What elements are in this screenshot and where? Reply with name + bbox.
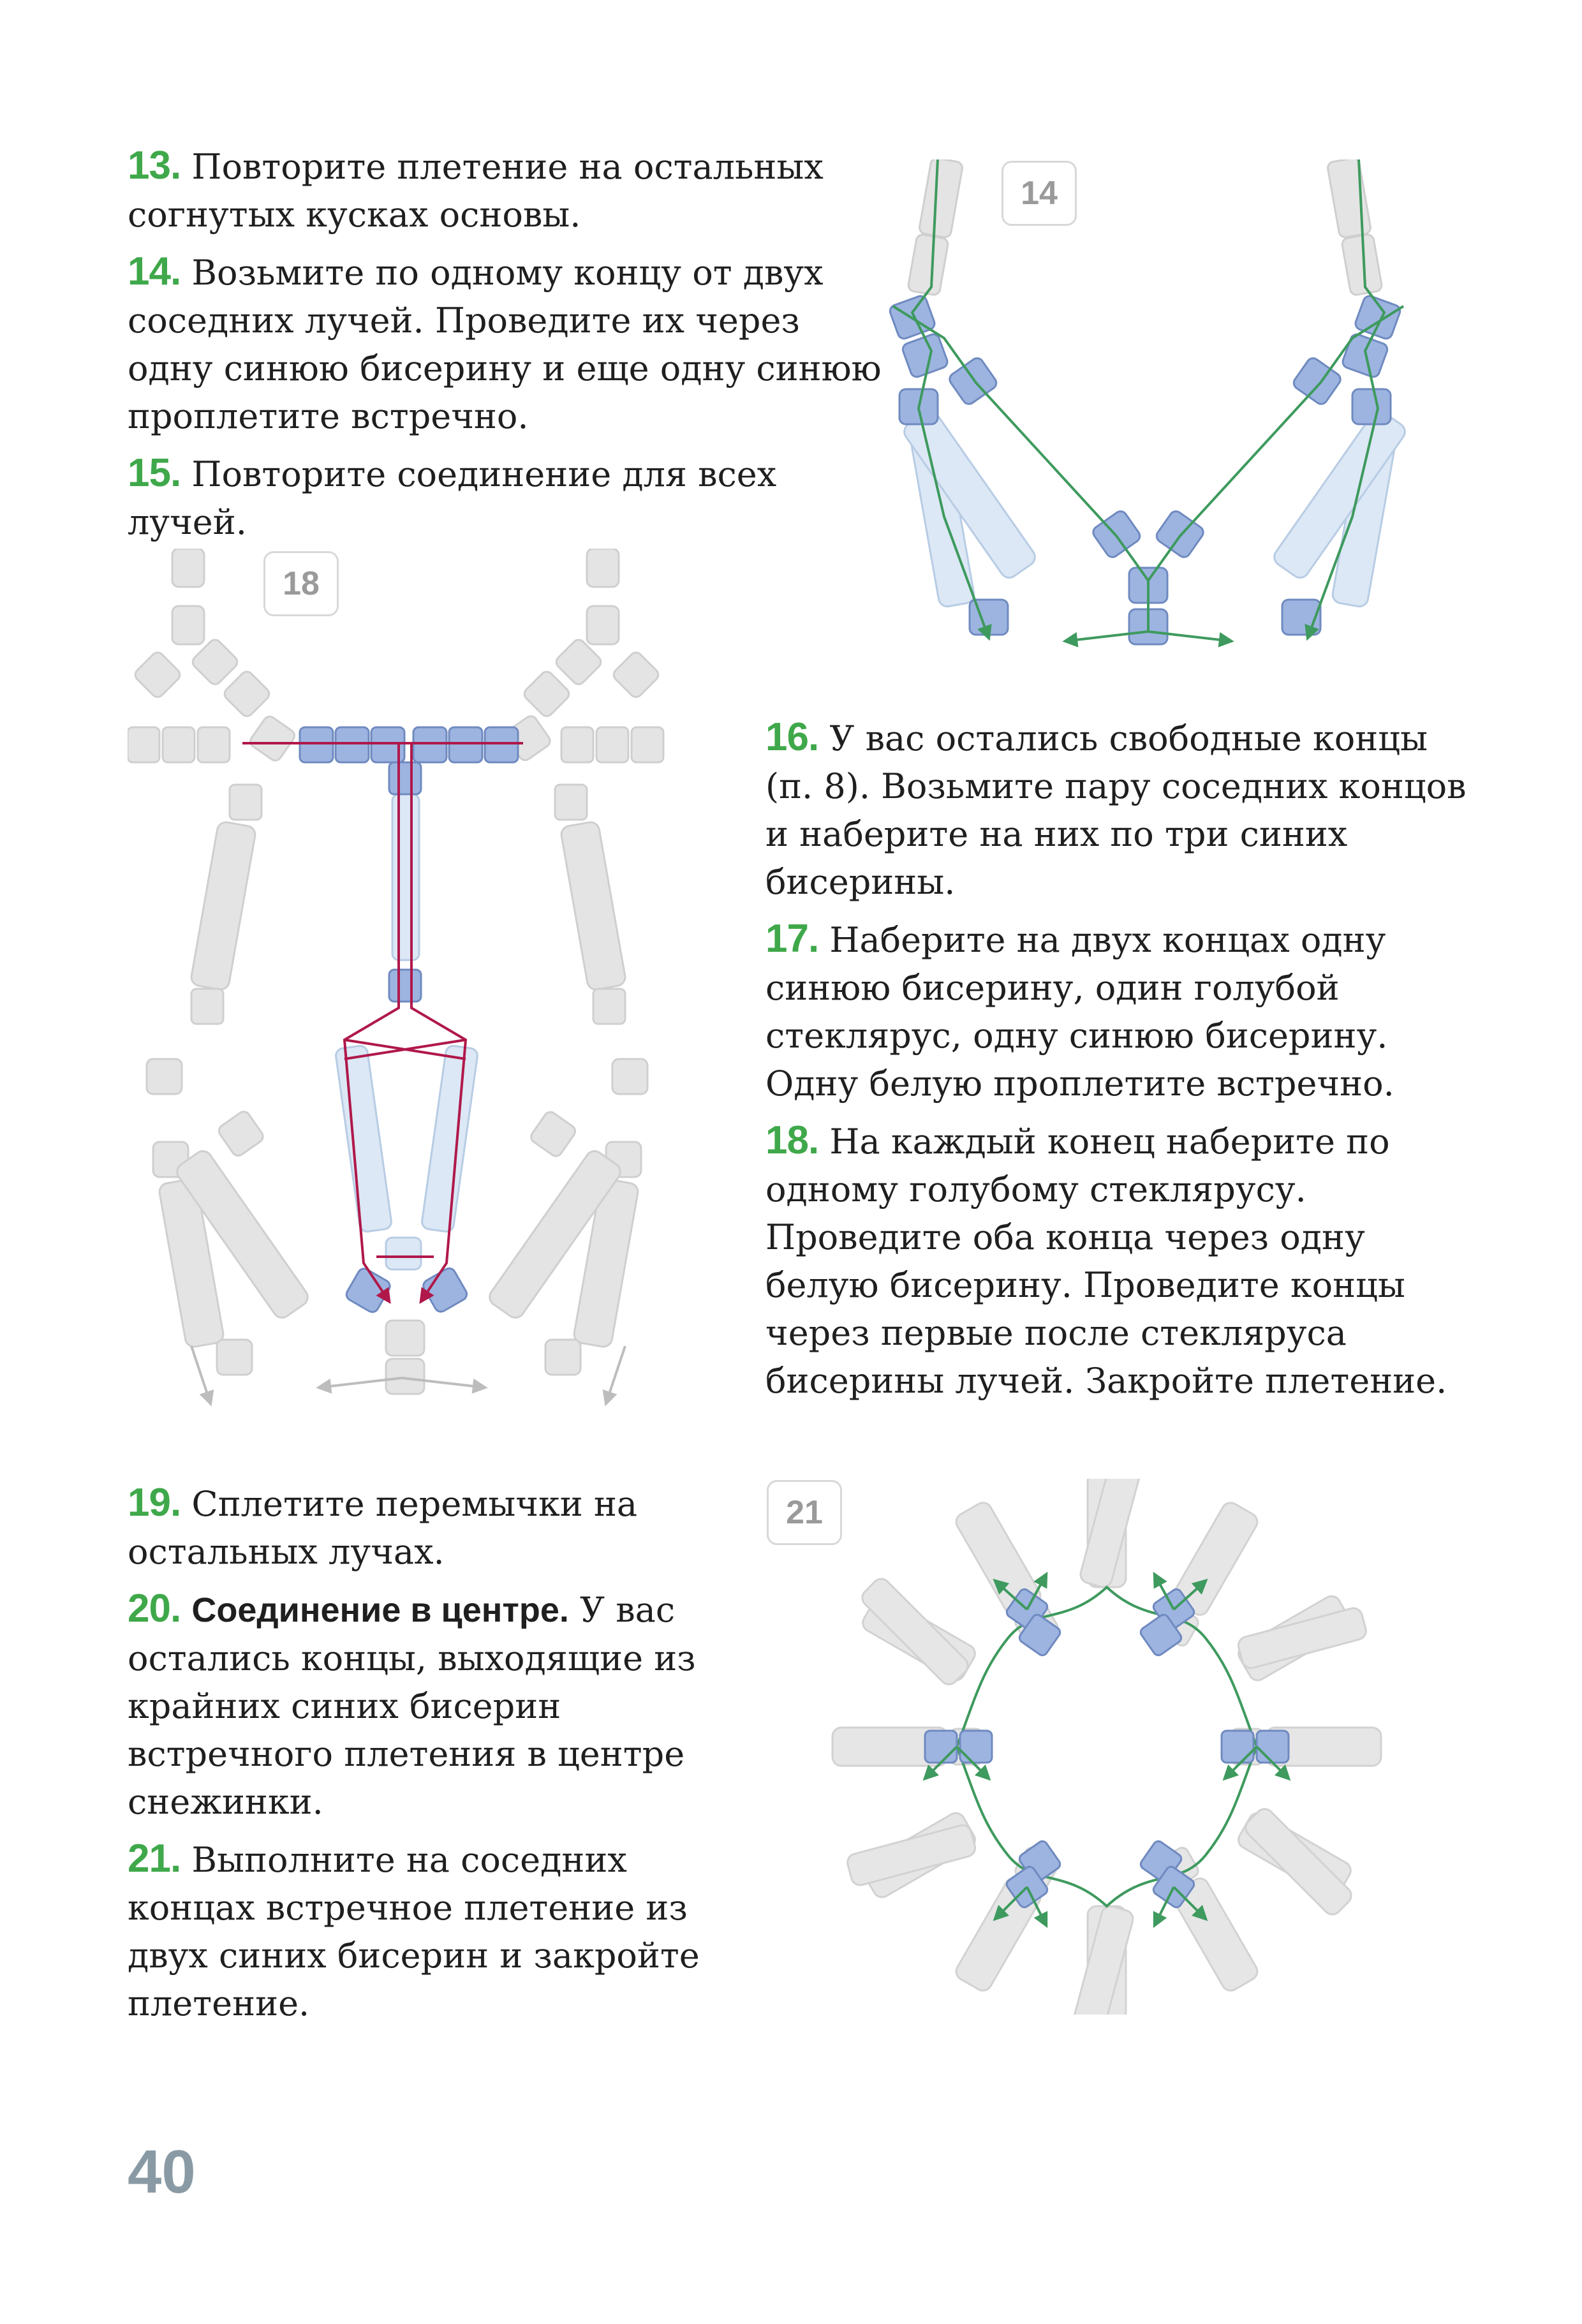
step-text: Наберите на двух концах одну синюю бисер… (765, 920, 1394, 1104)
step-text: У вас остались свободные концы (п. 8). В… (765, 718, 1467, 902)
step-14: 14. Возьмите по одному концу от двух сос… (128, 248, 893, 440)
step-17: 17. Наберите на двух концах одну синюю б… (765, 915, 1467, 1107)
step-number: 20. (128, 1587, 181, 1631)
figure-21-diagram (765, 1458, 1448, 2035)
steps-top: 13. Повторите плетение на остальных согн… (128, 142, 893, 555)
figure-18: 18 (126, 547, 714, 1416)
figure-21-label: 21 (767, 1480, 842, 1545)
step-number: 17. (765, 917, 819, 961)
step-text: На каждый конец наберите по одному голуб… (765, 1121, 1447, 1401)
step-text: Сплетите перемычки на остальных лучах. (128, 1484, 638, 1572)
step-number: 16. (765, 715, 819, 759)
step-text: У вас остались концы, выходящие из крайн… (128, 1590, 696, 1822)
step-21: 21. Выполните на соседних концах встречн… (128, 1835, 734, 2027)
figure-18-diagram (126, 547, 665, 1407)
step-number: 13. (128, 144, 181, 188)
step-16: 16. У вас остались свободные концы (п. 8… (765, 713, 1467, 906)
step-bold-text: Соединение в центре. (191, 1591, 569, 1629)
step-13: 13. Повторите плетение на остальных согн… (128, 142, 893, 239)
step-15: 15. Повторите соединение для всех лучей. (128, 449, 893, 546)
step-19: 19. Сплетите перемычки на остальных луча… (128, 1479, 734, 1576)
step-number: 21. (128, 1837, 181, 1881)
step-number: 15. (128, 451, 181, 495)
figure-14: 14 (874, 157, 1461, 663)
step-number: 19. (128, 1481, 181, 1525)
step-text: Повторите соединение для всех лучей. (128, 454, 777, 542)
step-number: 18. (765, 1118, 819, 1162)
figure-18-label: 18 (263, 551, 339, 616)
figure-14-diagram (889, 157, 1406, 648)
step-18: 18. На каждый конец наберите по одному г… (765, 1116, 1467, 1405)
steps-middle: 16. У вас остались свободные концы (п. 8… (765, 713, 1467, 1414)
step-text: Повторите плетение на остальных согнутых… (128, 147, 824, 235)
page-number: 40 (128, 2138, 196, 2206)
step-number: 14. (128, 249, 181, 293)
figure-14-label: 14 (1002, 161, 1077, 226)
steps-bottom: 19. Сплетите перемычки на остальных луча… (128, 1479, 734, 2036)
step-text: Возьмите по одному концу от двух соседни… (128, 253, 882, 436)
step-text: Выполните на соседних концах встречное п… (128, 1840, 700, 2024)
figure-21: 21 (765, 1458, 1448, 2035)
step-20: 20. Соединение в центре. У вас остались … (128, 1585, 734, 1826)
